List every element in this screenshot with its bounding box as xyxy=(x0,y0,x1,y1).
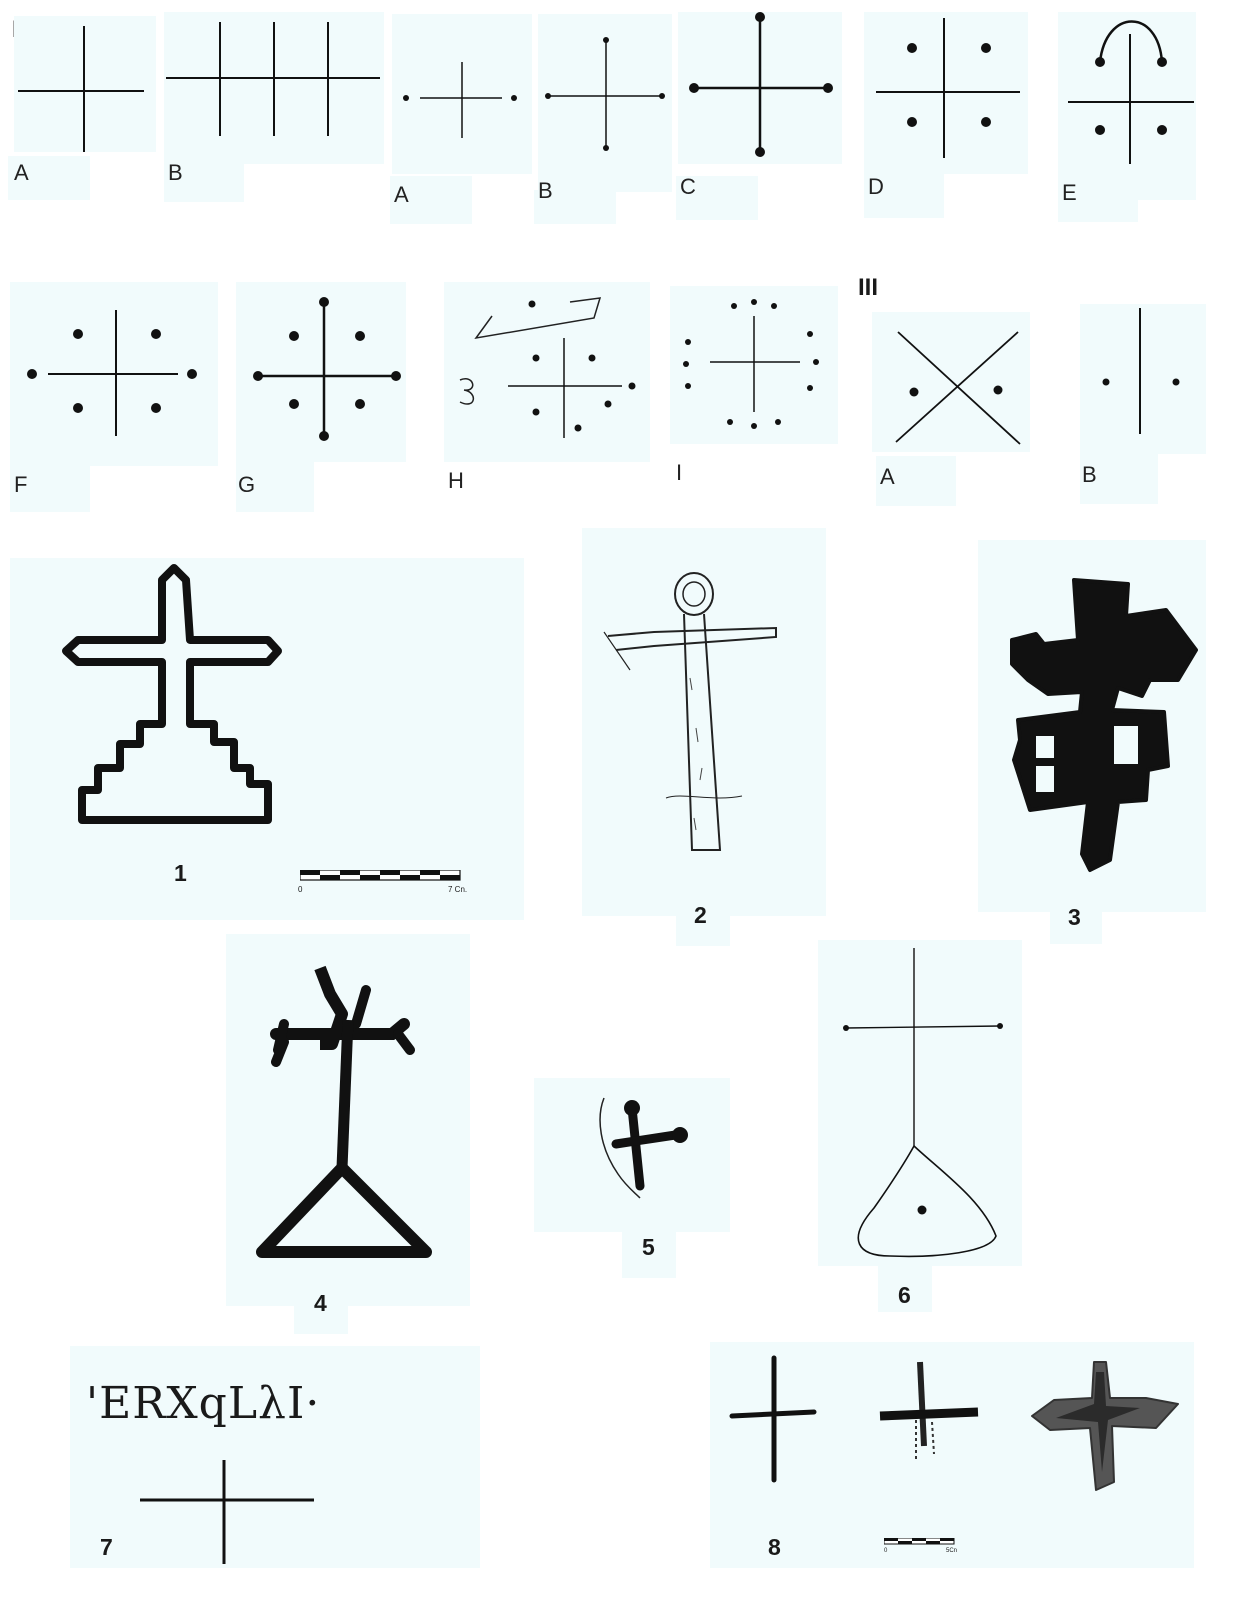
cross-side-dots-icon xyxy=(392,14,532,174)
small-incised-cross-icon xyxy=(534,1078,730,1232)
cross-arch-dots-icon xyxy=(1058,12,1196,200)
panel-ii-a xyxy=(392,14,532,174)
panel-ii-c xyxy=(678,12,842,164)
barred-cross-icon xyxy=(978,540,1206,912)
label-iii-a: A xyxy=(880,466,895,488)
cross-dots-sketch-icon xyxy=(444,282,650,462)
panel-ii-h xyxy=(444,282,650,462)
panel-ii-b xyxy=(538,14,672,192)
group-label-iii: III xyxy=(858,276,878,300)
scale-bar-1 xyxy=(300,870,464,884)
cross-dot-ring-icon xyxy=(670,286,838,444)
panel-i-b xyxy=(164,12,384,164)
figure-6-panel xyxy=(818,940,1022,1266)
figure-1-panel xyxy=(10,558,524,920)
stepped-calvary-cross-icon xyxy=(10,558,524,920)
figure-5-number: 5 xyxy=(642,1236,655,1259)
label-ii-d: D xyxy=(868,176,884,198)
scale-1-end: 7 Cn. xyxy=(448,886,467,894)
figure-1-number: 1 xyxy=(174,862,187,885)
figure-2-panel xyxy=(582,528,826,916)
label-ii-a: A xyxy=(394,184,409,206)
saltire-dots-icon xyxy=(872,312,1030,452)
cross-six-dots-icon xyxy=(10,282,218,466)
scale-8-start: 0 xyxy=(884,1548,887,1554)
label-i-a: A xyxy=(14,162,29,184)
scale-1-start: 0 xyxy=(298,886,302,894)
scale-bar-8 xyxy=(884,1538,956,1546)
panel-iii-a xyxy=(872,312,1030,452)
figure-2-number: 2 xyxy=(694,904,707,927)
figure-3-number: 3 xyxy=(1068,906,1081,929)
three-crosses-icon xyxy=(710,1342,1194,1568)
cross-quadrant-dots-icon xyxy=(864,12,1028,174)
triple-cross-icon xyxy=(164,12,384,164)
panel-ii-g xyxy=(236,282,406,462)
line-two-dots-icon xyxy=(1080,304,1206,454)
figure-7-number: 7 xyxy=(100,1536,113,1559)
label-ii-b: B xyxy=(538,180,553,202)
panel-iii-b xyxy=(1080,304,1206,454)
label-ii-c: C xyxy=(680,176,696,198)
incised-cross-icon xyxy=(70,1346,480,1568)
figure-8-panel xyxy=(710,1342,1194,1568)
cross-terminal-dots-icon xyxy=(678,12,842,164)
sword-cross-icon xyxy=(582,528,826,916)
figure-5-panel xyxy=(534,1078,730,1232)
label-iii-b: B xyxy=(1082,464,1097,486)
label-i-b: B xyxy=(168,162,183,184)
panel-ii-i xyxy=(670,286,838,444)
cross-four-dots-icon xyxy=(538,14,672,192)
cross-on-triangle-icon xyxy=(818,940,1022,1266)
figure-4-number: 4 xyxy=(314,1292,327,1315)
label-ii-e: E xyxy=(1062,182,1077,204)
panel-ii-e xyxy=(1058,12,1196,200)
panel-ii-f xyxy=(10,282,218,466)
cross-eight-dots-icon xyxy=(236,282,406,462)
figure-7-panel: 'ERXqLλI· xyxy=(70,1346,480,1568)
panel-i-a xyxy=(14,16,156,152)
scale-8-end: 5Cn xyxy=(946,1548,957,1554)
figure-6-number: 6 xyxy=(898,1284,911,1307)
plain-cross-icon xyxy=(14,16,156,152)
label-ii-i: I xyxy=(676,462,682,484)
tree-cross-triangle-icon xyxy=(226,934,470,1306)
label-ii-f: F xyxy=(14,474,27,496)
panel-ii-d xyxy=(864,12,1028,174)
figure-4-panel xyxy=(226,934,470,1306)
figure-8-number: 8 xyxy=(768,1536,781,1559)
label-ii-h: H xyxy=(448,470,464,492)
label-ii-g: G xyxy=(238,474,255,496)
figure-3-panel xyxy=(978,540,1206,912)
